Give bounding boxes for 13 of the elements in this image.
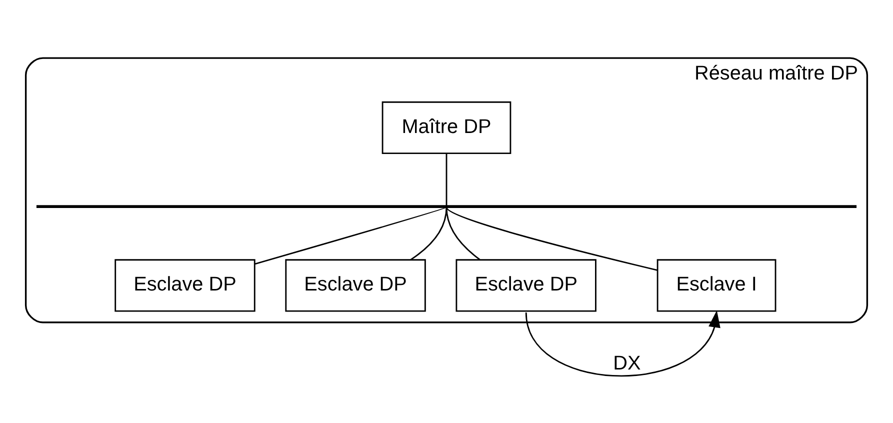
connector [446,206,658,271]
node-box: Esclave DP [114,259,256,312]
node-box: Esclave I [656,259,776,312]
node-box: Esclave DP [285,259,426,312]
node-bar [36,205,857,208]
connector [446,153,448,206]
arrow [525,310,720,376]
connector [446,207,480,260]
edge-label: DX [613,352,641,375]
connector [254,206,447,265]
connector [410,207,448,260]
node-box: Esclave DP [456,259,596,312]
node-box: Maître DP [382,101,512,154]
